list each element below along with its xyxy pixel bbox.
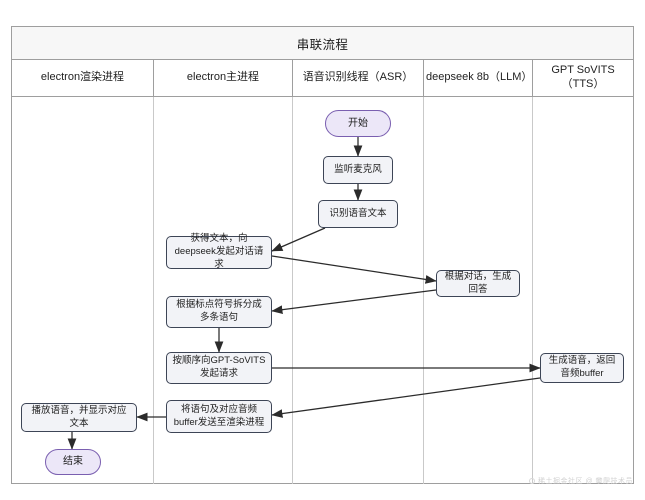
node-start[interactable]: 开始: [325, 110, 391, 137]
lane-header-asr: 语音识别线程（ASR）: [293, 60, 424, 96]
watermark-logo-icon: [529, 478, 535, 484]
node-recognize-speech[interactable]: 识别语音文本: [318, 200, 398, 228]
watermark-text: 稀土掘金社区 @ 攀爬技术员: [538, 478, 633, 485]
lane-column-tts: [533, 97, 633, 484]
lane-column-renderer: [12, 97, 154, 484]
node-send-to-renderer[interactable]: 将语句及对应音频buffer发送至渲染进程: [166, 400, 272, 433]
node-listen-mic[interactable]: 监听麦克风: [323, 156, 393, 184]
diagram-title: 串联流程: [296, 37, 349, 52]
node-request-gpt-sovits[interactable]: 按顺序向GPT-SoVITS发起请求: [166, 352, 272, 384]
lane-header-renderer: electron渲染进程: [12, 60, 154, 96]
node-get-text-request-deepseek[interactable]: 获得文本，向deepseek发起对话请求: [166, 233, 272, 270]
lane-header-main: electron主进程: [154, 60, 293, 96]
node-tts-generate-audio[interactable]: 生成语音，返回音频buffer: [540, 353, 624, 383]
lane-column-llm: [424, 97, 533, 484]
node-llm-generate-answer[interactable]: 根据对话，生成回答: [436, 270, 520, 297]
watermark: 稀土掘金社区 @ 攀爬技术员: [529, 476, 633, 486]
lane-header-llm: deepseek 8b（LLM）: [424, 60, 533, 96]
node-play-audio-show-text[interactable]: 播放语音，并显示对应文本: [21, 403, 137, 432]
node-end[interactable]: 结束: [45, 449, 101, 475]
lane-header-tts: GPT SoVITS（TTS）: [551, 64, 615, 90]
node-split-by-punctuation[interactable]: 根据标点符号拆分成多条语句: [166, 296, 272, 328]
swimlane-header-row: electron渲染进程 electron主进程 语音识别线程（ASR） dee…: [12, 60, 633, 97]
diagram-title-band: 串联流程: [12, 27, 633, 60]
